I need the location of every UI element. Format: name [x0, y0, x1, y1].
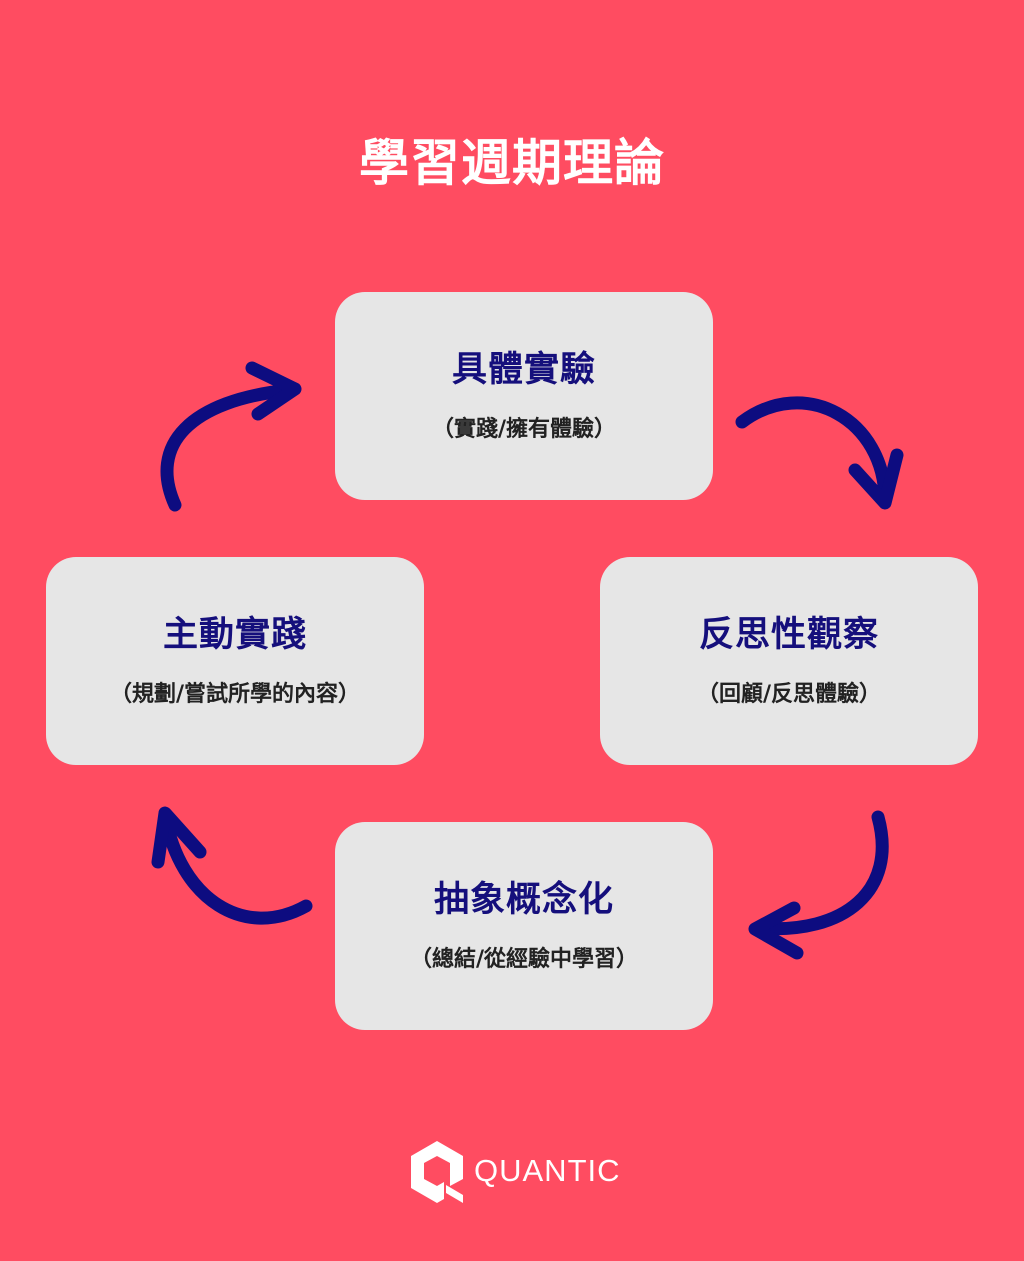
stage-title: 抽象概念化 — [433, 880, 614, 920]
logo-wordmark: QUANTIC — [474, 1153, 621, 1188]
curved-arrow-icon — [160, 361, 302, 512]
quantic-logo: QUANTIC — [408, 1138, 621, 1204]
stage-subtitle: （總結/從經驗中學習） — [409, 947, 639, 972]
curved-arrow-icon — [748, 810, 889, 960]
stage-box-active-experimentation: 主動實踐 （規劃/嘗試所學的內容） — [46, 557, 424, 765]
stage-title: 反思性觀察 — [698, 615, 879, 655]
stage-subtitle: （規劃/嘗試所學的內容） — [109, 682, 361, 707]
stage-title: 具體實驗 — [451, 350, 596, 390]
stage-box-concrete-experience: 具體實驗 （實踐/擁有體驗） — [335, 292, 713, 500]
curved-arrow-icon — [151, 806, 313, 925]
stage-box-reflective-observation: 反思性觀察 （回顧/反思體驗） — [600, 557, 978, 765]
stage-title: 主動實踐 — [162, 615, 307, 655]
page-title: 學習週期理論 — [359, 134, 665, 192]
stage-box-abstract-conceptualization: 抽象概念化 （總結/從經驗中學習） — [335, 822, 713, 1030]
curved-arrow-icon — [735, 396, 904, 510]
stage-subtitle: （回顧/反思體驗） — [696, 682, 882, 707]
stage-subtitle: （實踐/擁有體驗） — [431, 417, 617, 442]
quantic-logo-icon — [411, 1141, 463, 1203]
